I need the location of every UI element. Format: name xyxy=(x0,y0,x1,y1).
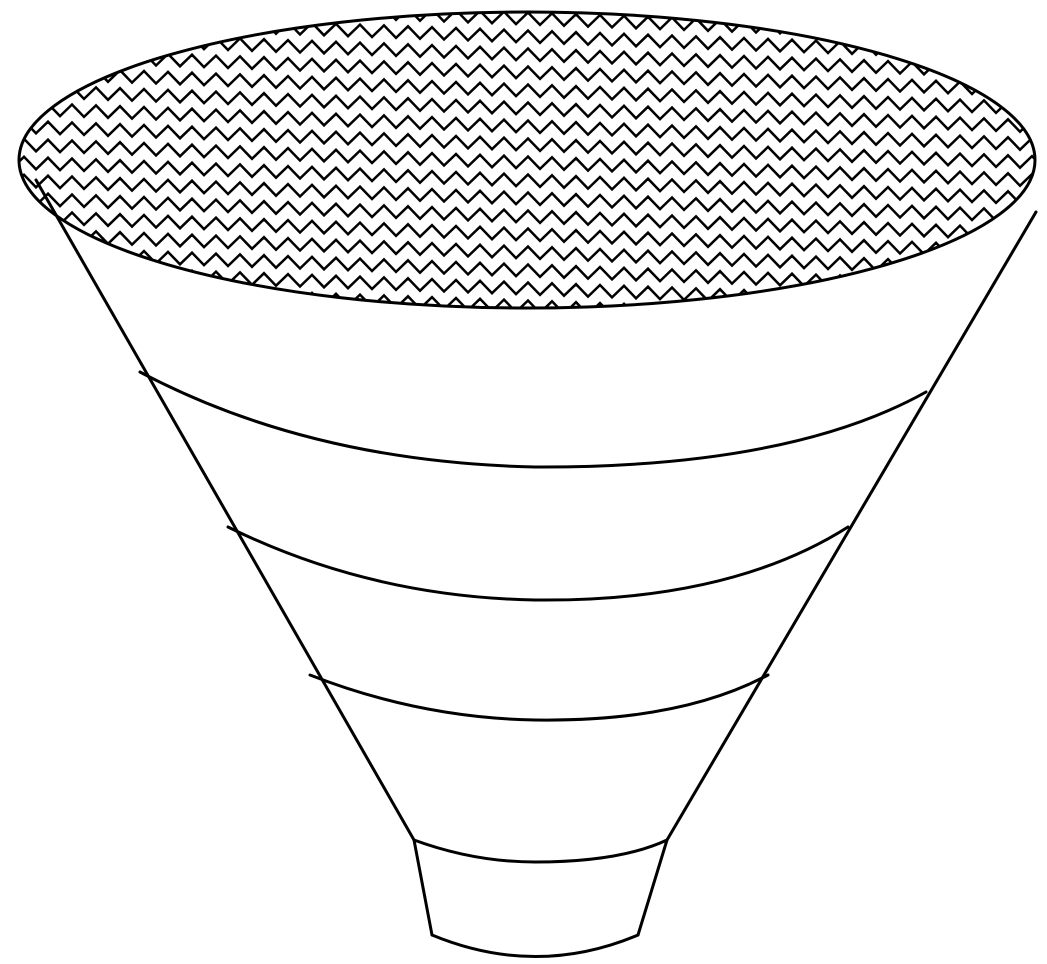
funnel-body xyxy=(36,180,1036,955)
